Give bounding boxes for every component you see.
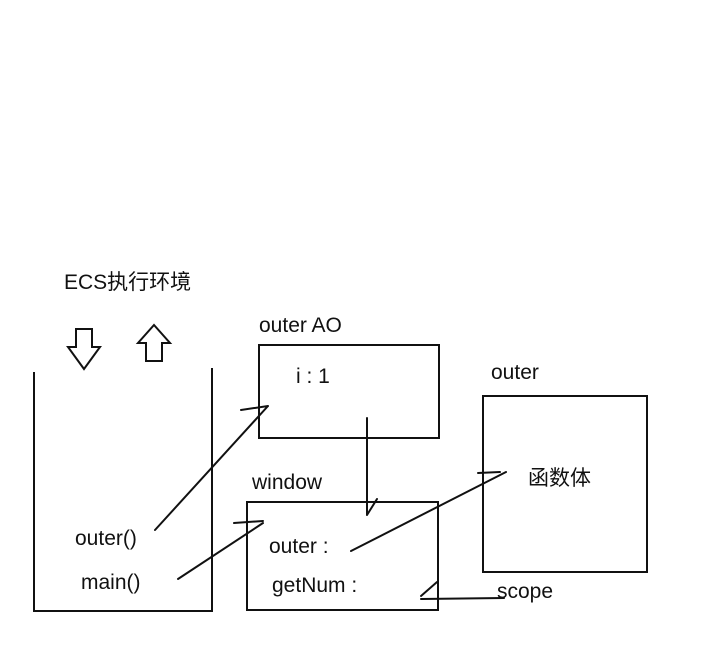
window-entry-getnum: getNum : <box>272 574 358 597</box>
outer-function-title: outer <box>491 361 539 384</box>
ao-to-window-arrow <box>366 417 378 516</box>
stack-frame-outer: outer() <box>75 527 137 550</box>
outer-ao-box <box>258 344 440 439</box>
push-arrow-down-icon <box>66 328 102 371</box>
outer-ao-title: outer AO <box>259 314 342 337</box>
pop-arrow-up-icon <box>135 323 173 362</box>
diagram-title: ECS执行环境 <box>64 271 192 294</box>
window-entry-outer: outer : <box>269 535 329 558</box>
outer-function-body: 函数体 <box>528 467 591 490</box>
main-call-to-window-arrow <box>177 520 264 580</box>
outer-ao-entry-i: i : 1 <box>296 365 330 388</box>
outer-call-to-ao-arrow <box>154 405 269 531</box>
window-box <box>246 501 439 611</box>
scope-label: scope <box>497 580 554 603</box>
window-title: window <box>252 471 323 494</box>
window-outer-to-function-arrow <box>350 471 507 552</box>
scope-to-window-arrow <box>420 581 505 600</box>
stack-frame-main: main() <box>81 571 141 594</box>
execution-stack-container <box>33 368 213 612</box>
